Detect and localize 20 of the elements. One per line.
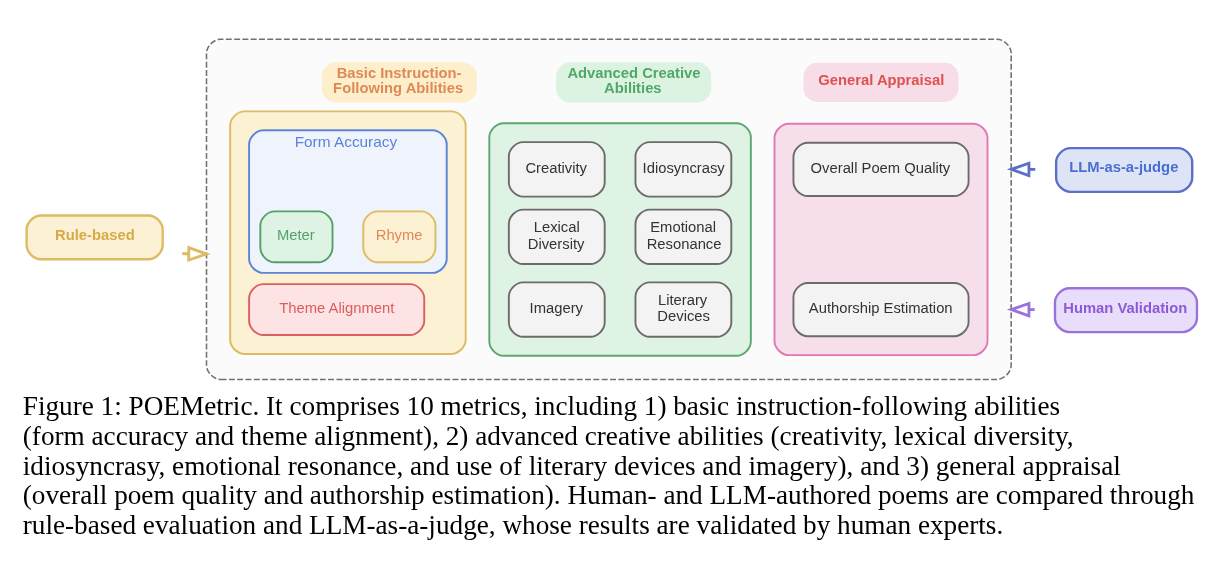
- node-box: General Appraisal: [803, 62, 959, 102]
- node-box: Creativity: [507, 140, 606, 198]
- node-box: Overall Poem Quality: [792, 141, 970, 197]
- cluster: [488, 121, 752, 357]
- node-box: Rhyme: [362, 209, 437, 263]
- node-box: Theme Alignment: [248, 282, 426, 336]
- node-box: Literary Devices: [634, 280, 733, 338]
- node-box: Imagery: [507, 280, 606, 338]
- node-box: Lexical Diversity: [507, 208, 606, 265]
- node-box: Basic Instruction-Following Abilities: [321, 61, 477, 102]
- caption: Figure 1: POEMetric. It comprises 10 metrics, including 1) basic instruction-following abilities (form accuracy and theme alignment), 2) advanced creative abilities (creativity, lexical diversity, idiosyncrasy, emotional resonance, and use of literary devices and imagery), and 3) general appraisal (overall poem quality and authorship estimation). Human- and LLM-authored poems are compared through rule-based evaluation and LLM-as-a-judge, whose results are validated by human experts.: [22, 390, 1195, 540]
- cluster: [773, 122, 989, 356]
- cluster: [229, 109, 467, 355]
- node-box: Idiosyncrasy: [634, 140, 733, 198]
- cluster: [205, 37, 1012, 380]
- node-box: Authorship Estimation: [792, 281, 970, 337]
- node-box: Advanced Creative Abilities: [556, 61, 712, 102]
- arrow: [1006, 300, 1035, 318]
- node-box: Meter: [259, 209, 334, 263]
- node-box: Emotional Resonance: [634, 208, 733, 265]
